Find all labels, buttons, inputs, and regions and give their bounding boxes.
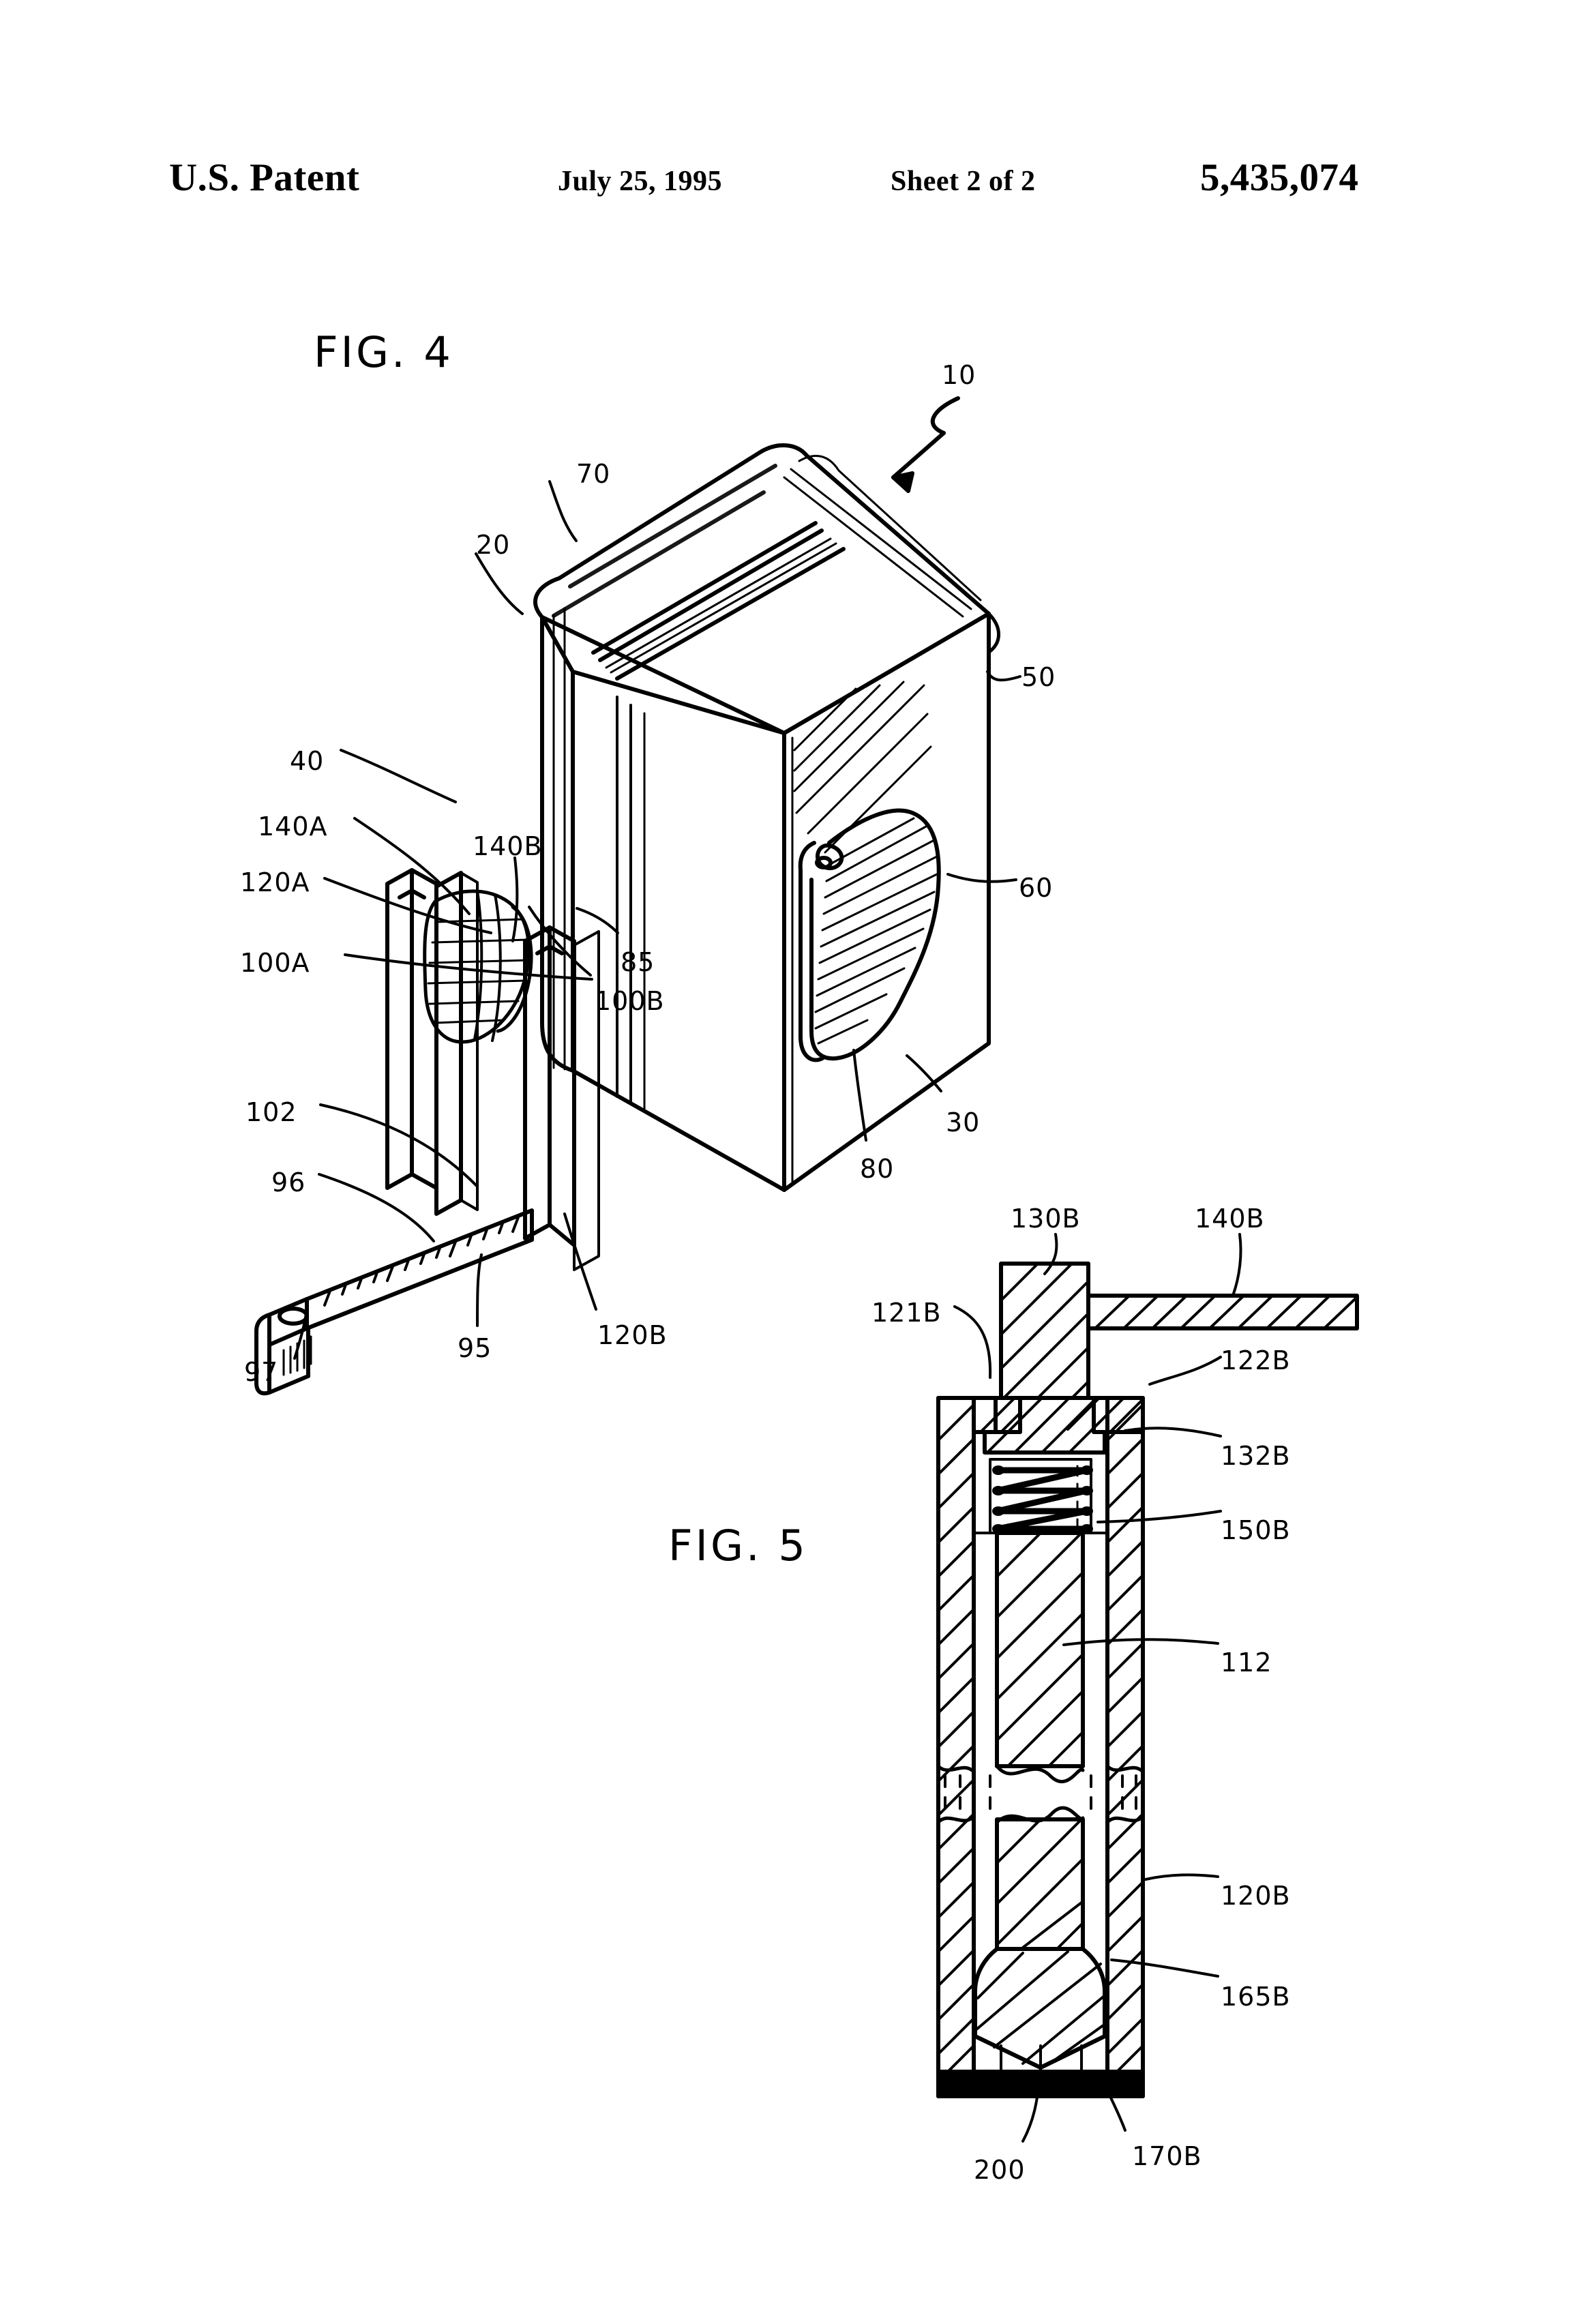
reference-numeral-122b: 122B — [1221, 1345, 1291, 1375]
lead-arrow-10 — [891, 396, 960, 493]
plunger-130B — [999, 1262, 1090, 1400]
reference-numeral-100a: 100A — [240, 948, 310, 978]
figure-title-fig4: FIG. 4 — [314, 327, 453, 377]
reference-numeral-130b: 130B — [1011, 1204, 1081, 1234]
fig4-drawing — [254, 396, 1021, 1396]
locking-assembly-B — [523, 925, 600, 1271]
reference-numeral-80: 80 — [860, 1154, 895, 1184]
barrel-120B — [936, 1396, 1145, 2098]
reference-numeral-95: 95 — [458, 1333, 492, 1363]
reference-numeral-100b: 100B — [595, 986, 665, 1016]
sheet-indicator: Sheet 2 of 2 — [891, 166, 1036, 197]
reference-numeral-140b: 140B — [473, 831, 543, 861]
lower-shaft-and-tip — [972, 1817, 1109, 2073]
reference-numeral-97: 97 — [244, 1357, 279, 1387]
coil-spring-150B — [989, 1458, 1093, 1536]
reference-numeral-20: 20 — [476, 530, 511, 560]
reference-numeral-120b: 120B — [597, 1320, 668, 1350]
plunger-shaft-112 — [972, 1396, 1109, 1768]
tape-blade-95 — [254, 1208, 534, 1396]
fig5-leader-lines — [953, 1233, 1242, 2143]
reference-numeral-30: 30 — [946, 1107, 981, 1137]
hatch-left-wall — [938, 1405, 974, 2073]
locking-assembly-A — [385, 868, 479, 1216]
reference-numeral-121b: 121B — [871, 1298, 942, 1328]
trigger-grip-80 — [798, 808, 941, 1062]
patent-office-label: U.S. Patent — [169, 156, 360, 199]
reference-numeral-85: 85 — [621, 947, 655, 977]
hatch-right-wall — [1107, 1405, 1143, 2073]
fig4-leader-lines — [293, 480, 1021, 1360]
fig5-drawing — [936, 1233, 1359, 2143]
break-lines — [936, 1764, 1145, 1824]
patent-header: U.S. Patent July 25, 1995 Sheet 2 of 2 5… — [0, 155, 1582, 210]
reference-numeral-200: 200 — [974, 2155, 1026, 2185]
patent-date: July 25, 1995 — [558, 166, 723, 197]
reference-numeral-10: 10 — [942, 360, 976, 390]
reference-numeral-40: 40 — [290, 746, 325, 776]
lever-arm-140B — [1086, 1294, 1359, 1330]
reference-numeral-150b: 150B — [1221, 1515, 1291, 1545]
reference-numeral-132b: 132B — [1221, 1441, 1291, 1471]
reference-numeral-60: 60 — [1019, 873, 1054, 903]
reference-numeral-165b: 165B — [1221, 1982, 1291, 2012]
thumbwheel-knob — [423, 889, 533, 1044]
reference-numeral-120a: 120A — [240, 867, 310, 897]
reference-numeral-140b: 140B — [1195, 1204, 1265, 1234]
reference-numeral-140a: 140A — [258, 811, 328, 841]
reference-numeral-120b: 120B — [1221, 1881, 1291, 1911]
reference-numeral-112: 112 — [1221, 1648, 1272, 1678]
reference-numeral-102: 102 — [245, 1097, 297, 1127]
figure-title-fig5: FIG. 5 — [668, 1521, 808, 1570]
pivot-hole-85 — [815, 856, 833, 869]
reference-numeral-50: 50 — [1021, 662, 1056, 692]
reference-numeral-96: 96 — [271, 1167, 306, 1197]
patent-number: 5,435,074 — [1200, 156, 1359, 199]
reference-numeral-170b: 170B — [1132, 2141, 1202, 2171]
reference-numeral-70: 70 — [576, 459, 611, 489]
tape-measure-housing — [533, 443, 1000, 1192]
